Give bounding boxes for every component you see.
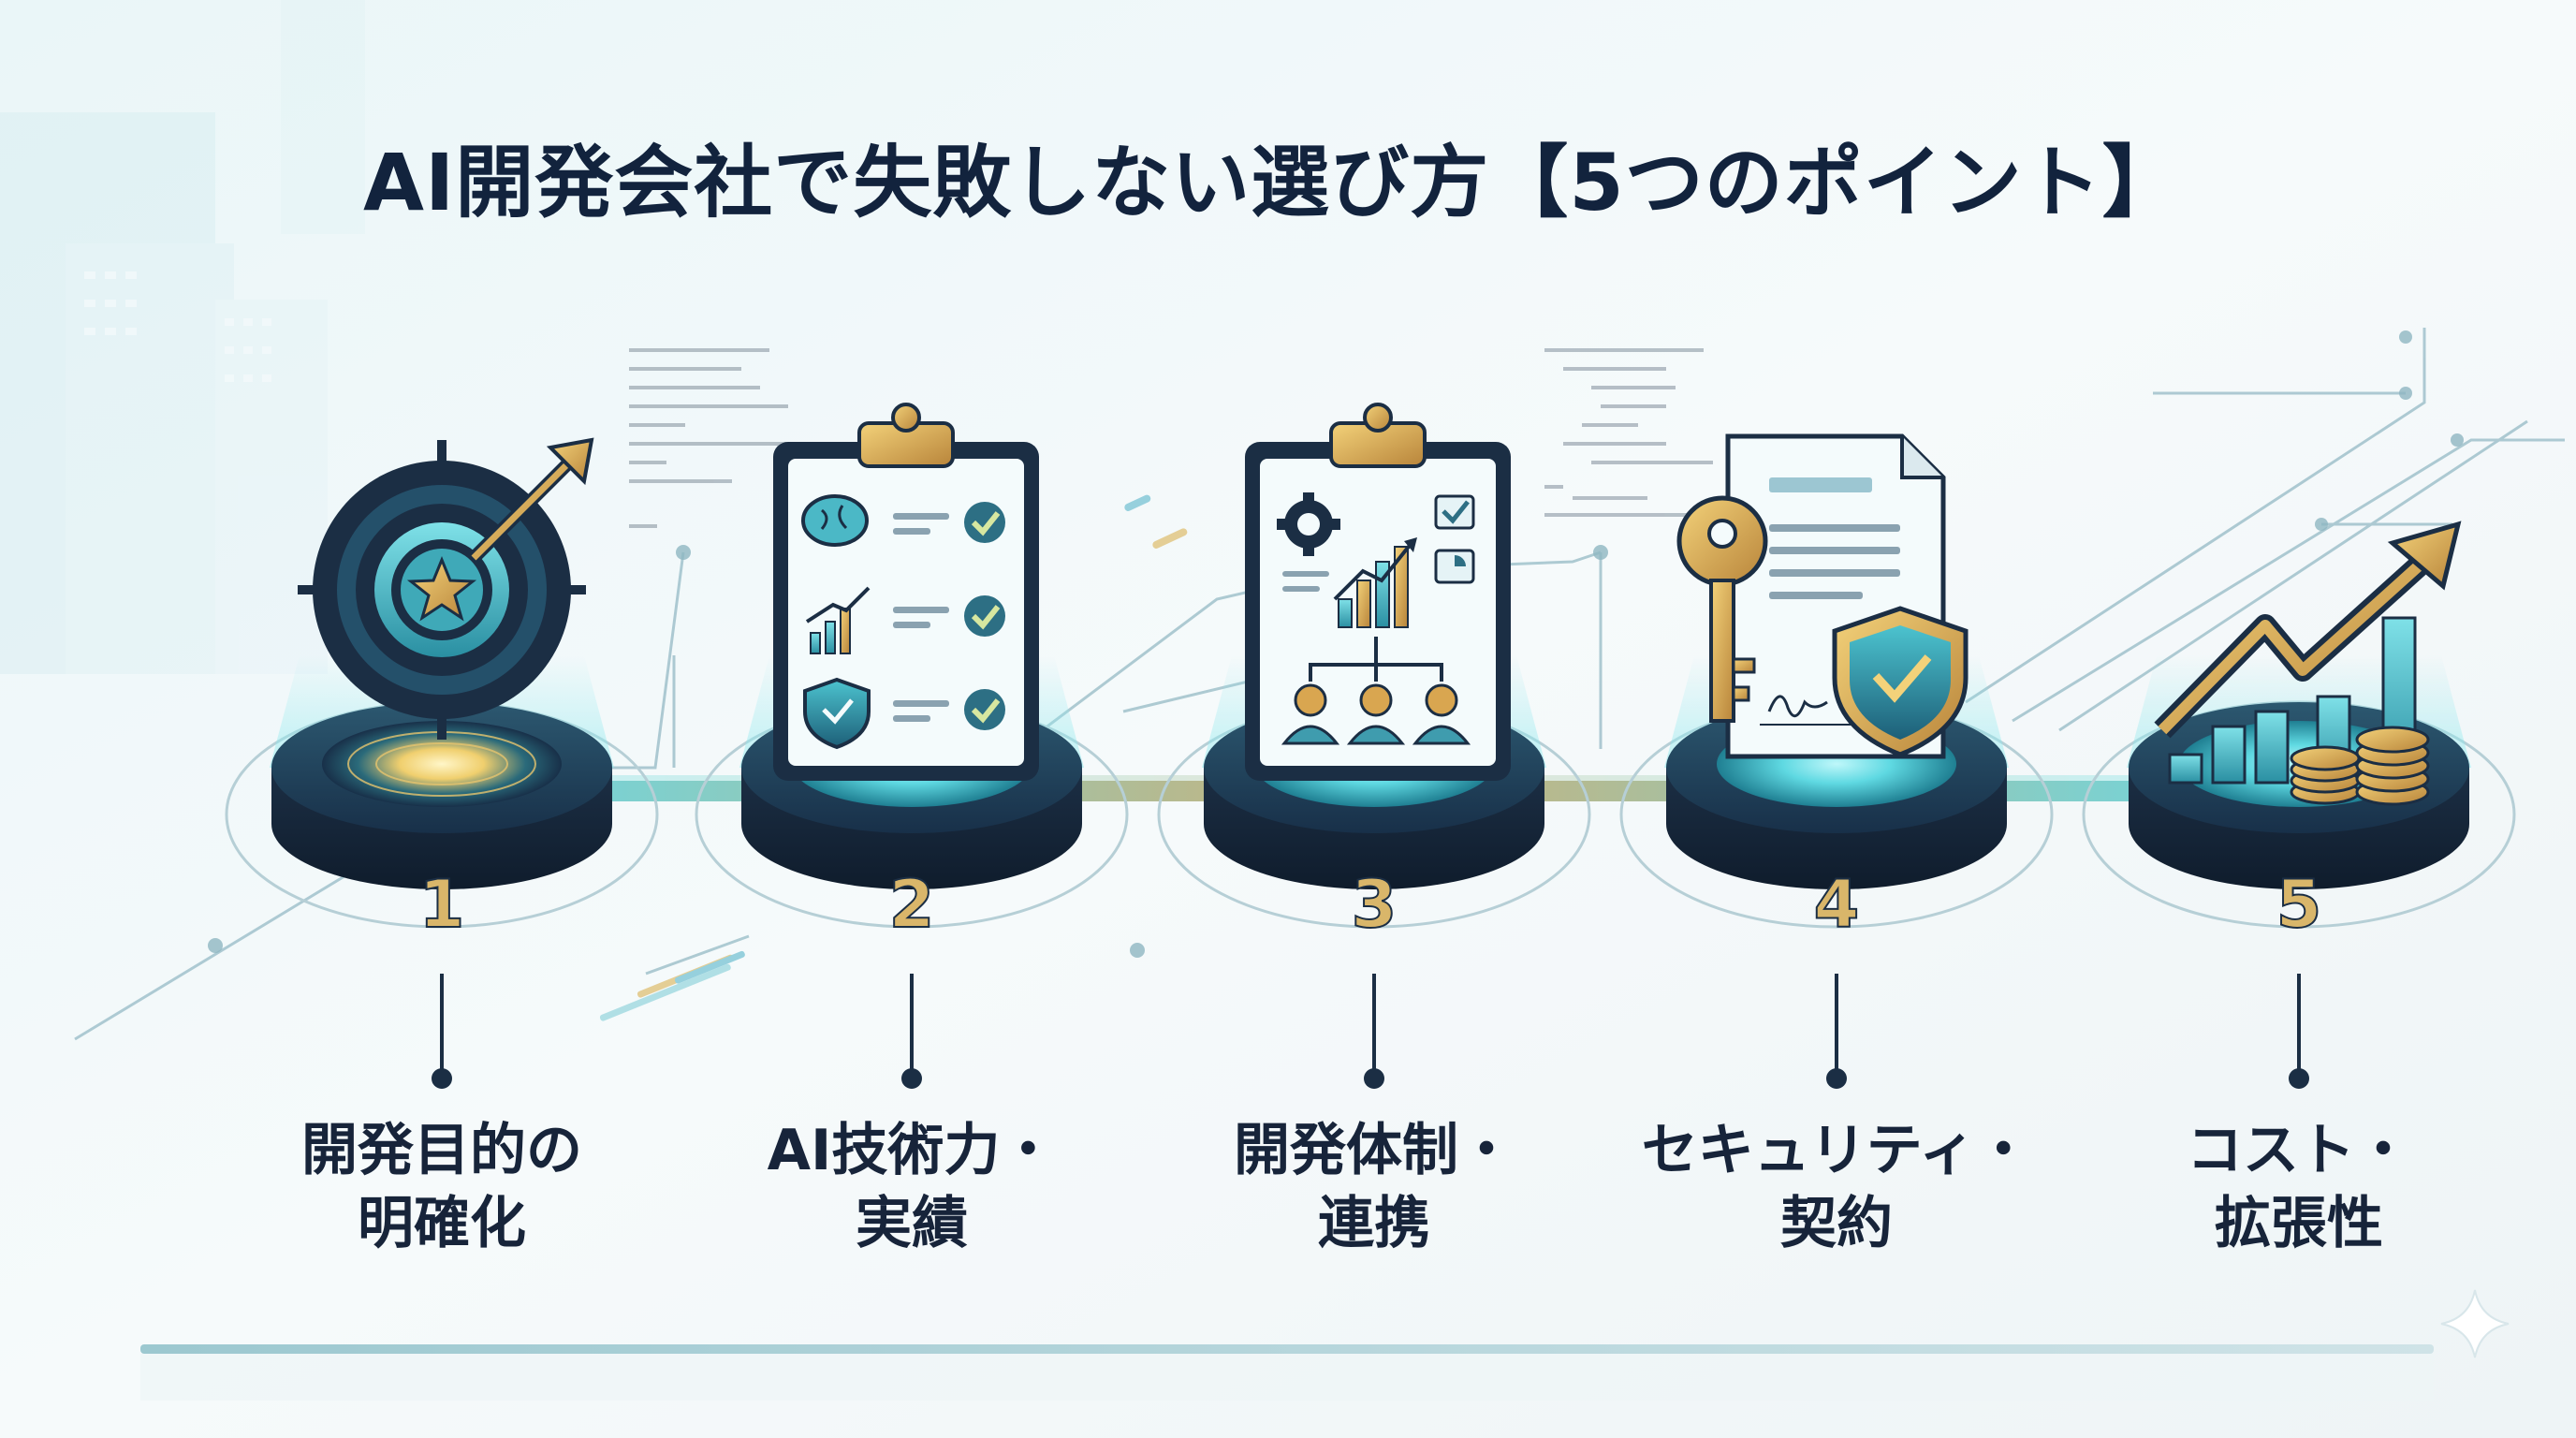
step-number: 4 [1814,866,1860,943]
step-label-line: 開発目的の [301,1118,582,1183]
step-2-label: AI技術力・ 実績 [715,1114,1108,1260]
step-1-label: 開発目的の 明確化 [245,1114,638,1260]
station-5 [2082,521,2516,1089]
station-4 [1619,433,2054,1089]
step-label-line: 開発体制・ [1234,1118,1515,1183]
step-label-line: セキュリティ・ [1641,1118,2032,1183]
step-label-line: 拡張性 [2215,1191,2383,1256]
step-5-label: コスト・ 拡張性 [2102,1114,2496,1260]
station-3 [1157,403,1591,1089]
team-chart-clipboard-icon [1245,403,1511,781]
step-number: 2 [889,866,935,943]
step-label-line: コスト・ [2187,1118,2411,1183]
step-label-line: AI技術力・ [767,1118,1057,1183]
step-label-line: 実績 [856,1191,968,1256]
key-contract-shield-icon [1676,433,1969,759]
station-2 [695,403,1129,1089]
base-line [140,1344,2434,1354]
data-stream-decoration [599,494,1188,1021]
circuit-lines-decoration [74,328,2565,1041]
step-label-line: 契約 [1780,1191,1893,1256]
step-label-line: 連携 [1318,1191,1430,1256]
sparkle-icon [2440,1289,2510,1358]
step-4-label: セキュリティ・ 契約 [1640,1114,2033,1260]
page-title: AI開発会社で失敗しない選び方【5つのポイント】 [363,137,2182,228]
city-skyline-decoration [0,0,365,674]
station-1 [225,437,659,1089]
step-number: 5 [2276,866,2322,943]
growth-coins-icon [2154,521,2462,806]
step-label-line: 明確化 [358,1191,526,1256]
step-number: 3 [1352,866,1398,943]
target-icon [298,437,594,740]
code-snippet-decoration [629,348,1713,528]
checklist-clipboard-icon [773,403,1039,781]
circuit-nodes-decoration [208,330,2464,958]
platform-glow [322,721,562,807]
step-number: 1 [419,866,465,943]
step-3-label: 開発体制・ 連携 [1178,1114,1571,1260]
